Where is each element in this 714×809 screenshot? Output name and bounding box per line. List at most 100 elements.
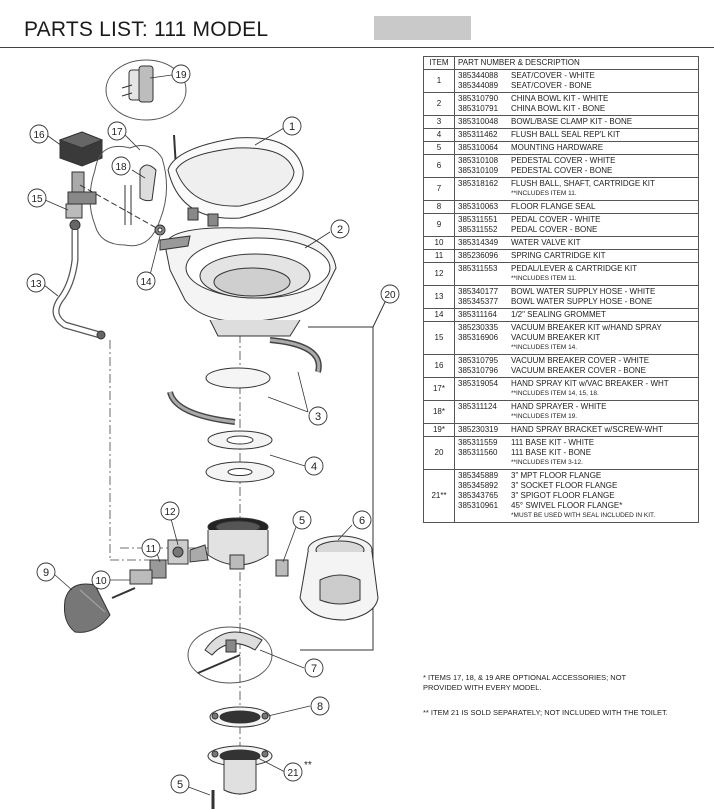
part-description: PEDAL COVER - WHITE xyxy=(511,215,601,224)
part-number: 385345889 xyxy=(458,471,499,480)
svg-text:19: 19 xyxy=(175,70,187,81)
part-description-cell: 385311124 HAND SPRAYER - WHITE **INCLUDES … xyxy=(454,400,699,424)
part-description: 3" SPIGOT FLOOR FLANGE xyxy=(511,491,615,500)
callout-11: 11 xyxy=(141,538,161,558)
part-description: HAND SPRAY KIT w/VAC BREAKER - WHT xyxy=(511,379,669,388)
table-header-row: ITEM PART NUMBER & DESCRIPTION xyxy=(423,56,699,70)
part-description: VACUUM BREAKER KIT xyxy=(511,333,601,342)
callout-12: 12 xyxy=(160,501,180,521)
svg-text:9: 9 xyxy=(43,567,49,579)
item-number-cell: 5 xyxy=(423,141,455,155)
part-number: 385310796 xyxy=(458,366,499,375)
part-number: 385316906 xyxy=(458,333,499,342)
part-number: 385311559 xyxy=(458,438,498,447)
part-description: VACUUM BREAKER COVER - WHITE xyxy=(511,356,650,365)
part-note: **INCLUDES ITEM 19. xyxy=(511,413,578,420)
svg-text:8: 8 xyxy=(317,701,323,713)
item-number-cell: 10 xyxy=(423,236,455,250)
part-description: PEDESTAL COVER - BONE xyxy=(511,166,613,175)
svg-text:16: 16 xyxy=(33,130,45,141)
water-valve-part xyxy=(111,569,153,599)
part-number: 385344088 xyxy=(458,71,499,80)
svg-text:1: 1 xyxy=(289,121,295,133)
part-number: 385310961 xyxy=(458,501,499,510)
part-number: 385310795 xyxy=(458,356,499,365)
callout-13: 13 xyxy=(26,273,46,293)
callout-15: 15 xyxy=(27,188,47,208)
part-description: CHINA BOWL KIT - BONE xyxy=(511,104,606,113)
item-number-cell: 13 xyxy=(423,285,455,309)
part-line: 385311124 HAND SPRAYER - WHITE xyxy=(458,402,695,412)
floor-flange-part xyxy=(207,745,273,795)
svg-text:5: 5 xyxy=(299,515,305,527)
item-number-cell: 3 xyxy=(423,115,455,129)
part-line: 385318162 FLUSH BALL, SHAFT, CARTRIDGE KI… xyxy=(458,179,695,189)
part-number: 385314349 xyxy=(458,238,499,247)
supply-hose-part xyxy=(52,230,106,340)
svg-text:3: 3 xyxy=(315,411,321,423)
hand-spray-kit-outline xyxy=(89,145,168,247)
part-description: HAND SPRAY BRACKET w/SCREW-WHT xyxy=(511,425,663,434)
part-number: 385310064 xyxy=(458,143,499,152)
base-kit-bracket xyxy=(300,299,387,651)
part-description-cell: 385310795 VACUUM BREAKER COVER - WHITE 385… xyxy=(454,354,699,378)
item-number-cell: 4 xyxy=(423,128,455,142)
part-note: **INCLUDES ITEM 11. xyxy=(511,275,577,282)
base-assembly-part xyxy=(189,517,269,570)
part-note: **INCLUDES ITEM 14. xyxy=(511,344,578,351)
svg-text:2: 2 xyxy=(337,224,343,236)
part-number: 385343765 xyxy=(458,491,499,500)
part-description: MOUNTING HARDWARE xyxy=(511,143,604,152)
part-description: FLOOR FLANGE SEAL xyxy=(511,202,596,211)
part-line: 385316906 VACUUM BREAKER KIT xyxy=(458,333,695,343)
item-number-cell: 12 xyxy=(423,262,455,286)
callout-6: 6 xyxy=(352,510,372,530)
callout-3: 3 xyxy=(308,406,328,426)
pedestal-cover-part xyxy=(299,535,379,621)
mounting-hardware-part xyxy=(211,559,289,809)
part-number: 385310109 xyxy=(458,166,499,175)
part-number: 385310063 xyxy=(458,202,499,211)
svg-text:7: 7 xyxy=(311,663,317,675)
part-number: 385319054 xyxy=(458,379,499,388)
part-description: WATER VALVE KIT xyxy=(511,238,581,247)
hand-sprayer-part xyxy=(124,164,157,225)
part-line: 385314349 WATER VALVE KIT xyxy=(458,238,695,248)
part-number: 385311124 xyxy=(458,402,497,411)
part-description: 111 BASE KIT - BONE xyxy=(511,448,592,457)
part-description: FLUSH BALL, SHAFT, CARTRIDGE KIT xyxy=(511,179,655,188)
part-description: BOWL WATER SUPPLY HOSE - BONE xyxy=(511,297,653,306)
header-item: ITEM xyxy=(423,56,455,70)
part-description-cell: 385314349 WATER VALVE KIT xyxy=(454,236,699,250)
part-description: HAND SPRAYER - WHITE xyxy=(511,402,607,411)
flush-ball-seal-part xyxy=(205,430,275,483)
svg-text:6: 6 xyxy=(359,515,365,527)
part-description: 3" SOCKET FLOOR FLANGE xyxy=(511,481,618,490)
part-number: 385318162 xyxy=(458,179,499,188)
